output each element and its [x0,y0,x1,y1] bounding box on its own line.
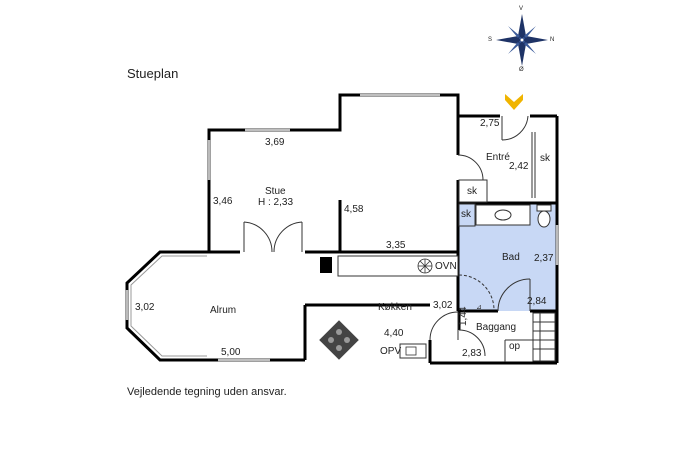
fixture-op: op [509,341,521,352]
sink [494,209,512,221]
dim-stue-bottom: 3,35 [386,240,406,251]
fixture-ovn: OVN [435,261,457,272]
dim-stue-left: 3,46 [213,196,233,207]
compass-east-label: N [550,37,555,43]
entre-sk-box [458,179,488,203]
toilet [536,204,552,228]
room-stue-name: Stue [265,186,286,197]
dim-entre-right: 2,42 [509,161,529,172]
oven-symbol [417,258,433,274]
stove-burners [328,329,350,351]
dim-bad-bottom: 2,84 [527,296,547,307]
page-title: Stueplan [127,66,179,81]
dim-stue-mid: 4,58 [344,204,364,215]
dim-stue-top: 3,69 [265,137,285,148]
stove-base [319,320,359,360]
baggang-door [458,329,486,357]
window-frames [125,93,559,362]
compass-south-label: Ø [519,67,524,73]
room-kokken-name: Køkken [378,302,412,313]
room-alrum-name: Alrum [210,305,237,316]
dim-baggang-bottom: 2,83 [462,348,482,359]
dim-baggang-left: 1,44 [458,306,469,326]
compass-north-label: V [519,6,524,12]
compass-west-label: S [488,37,493,43]
disclaimer: Vejledende tegning uden ansvar. [127,386,287,398]
kitchen-door [429,311,459,341]
entre-closet [531,132,536,198]
stairs [532,312,556,362]
chimney [320,257,332,273]
kitchen-sink [399,343,427,359]
entre-inner-door [457,154,484,181]
bad-sk-box [458,203,476,227]
dim-entre-top: 2,75 [480,118,500,129]
entry-marker [505,94,523,110]
room-baggang-name: Baggang [476,322,517,333]
double-door [243,221,303,253]
room-stue-height: H : 2,33 [258,197,294,208]
fixture-sk-bad: sk [461,209,471,220]
room-bad-name: Bad [502,252,520,263]
bay-window-inner [130,255,207,357]
dim-alrum-bottom: 5,00 [221,347,241,358]
fixture-sk-entre-left: sk [467,186,477,197]
bad-door [497,278,531,312]
dim-kokken-bottom: 4,40 [384,328,404,339]
fixture-sk-entre-right: sk [540,153,550,164]
entrance-door [501,115,529,141]
shower-door [458,274,495,311]
dim-kokken-right: 3,02 [433,300,453,311]
dim-bad-right: 2,37 [534,253,554,264]
windows [126,94,558,361]
bad-counter [475,204,531,226]
kitchen-counter [337,255,459,277]
dim-alrum-left: 3,02 [135,302,155,313]
fixture-opv: OPV [380,346,402,357]
compass-rose-icon [496,14,548,66]
room-entre-name: Entré [486,152,510,163]
svg-text:⊿: ⊿ [476,304,482,311]
